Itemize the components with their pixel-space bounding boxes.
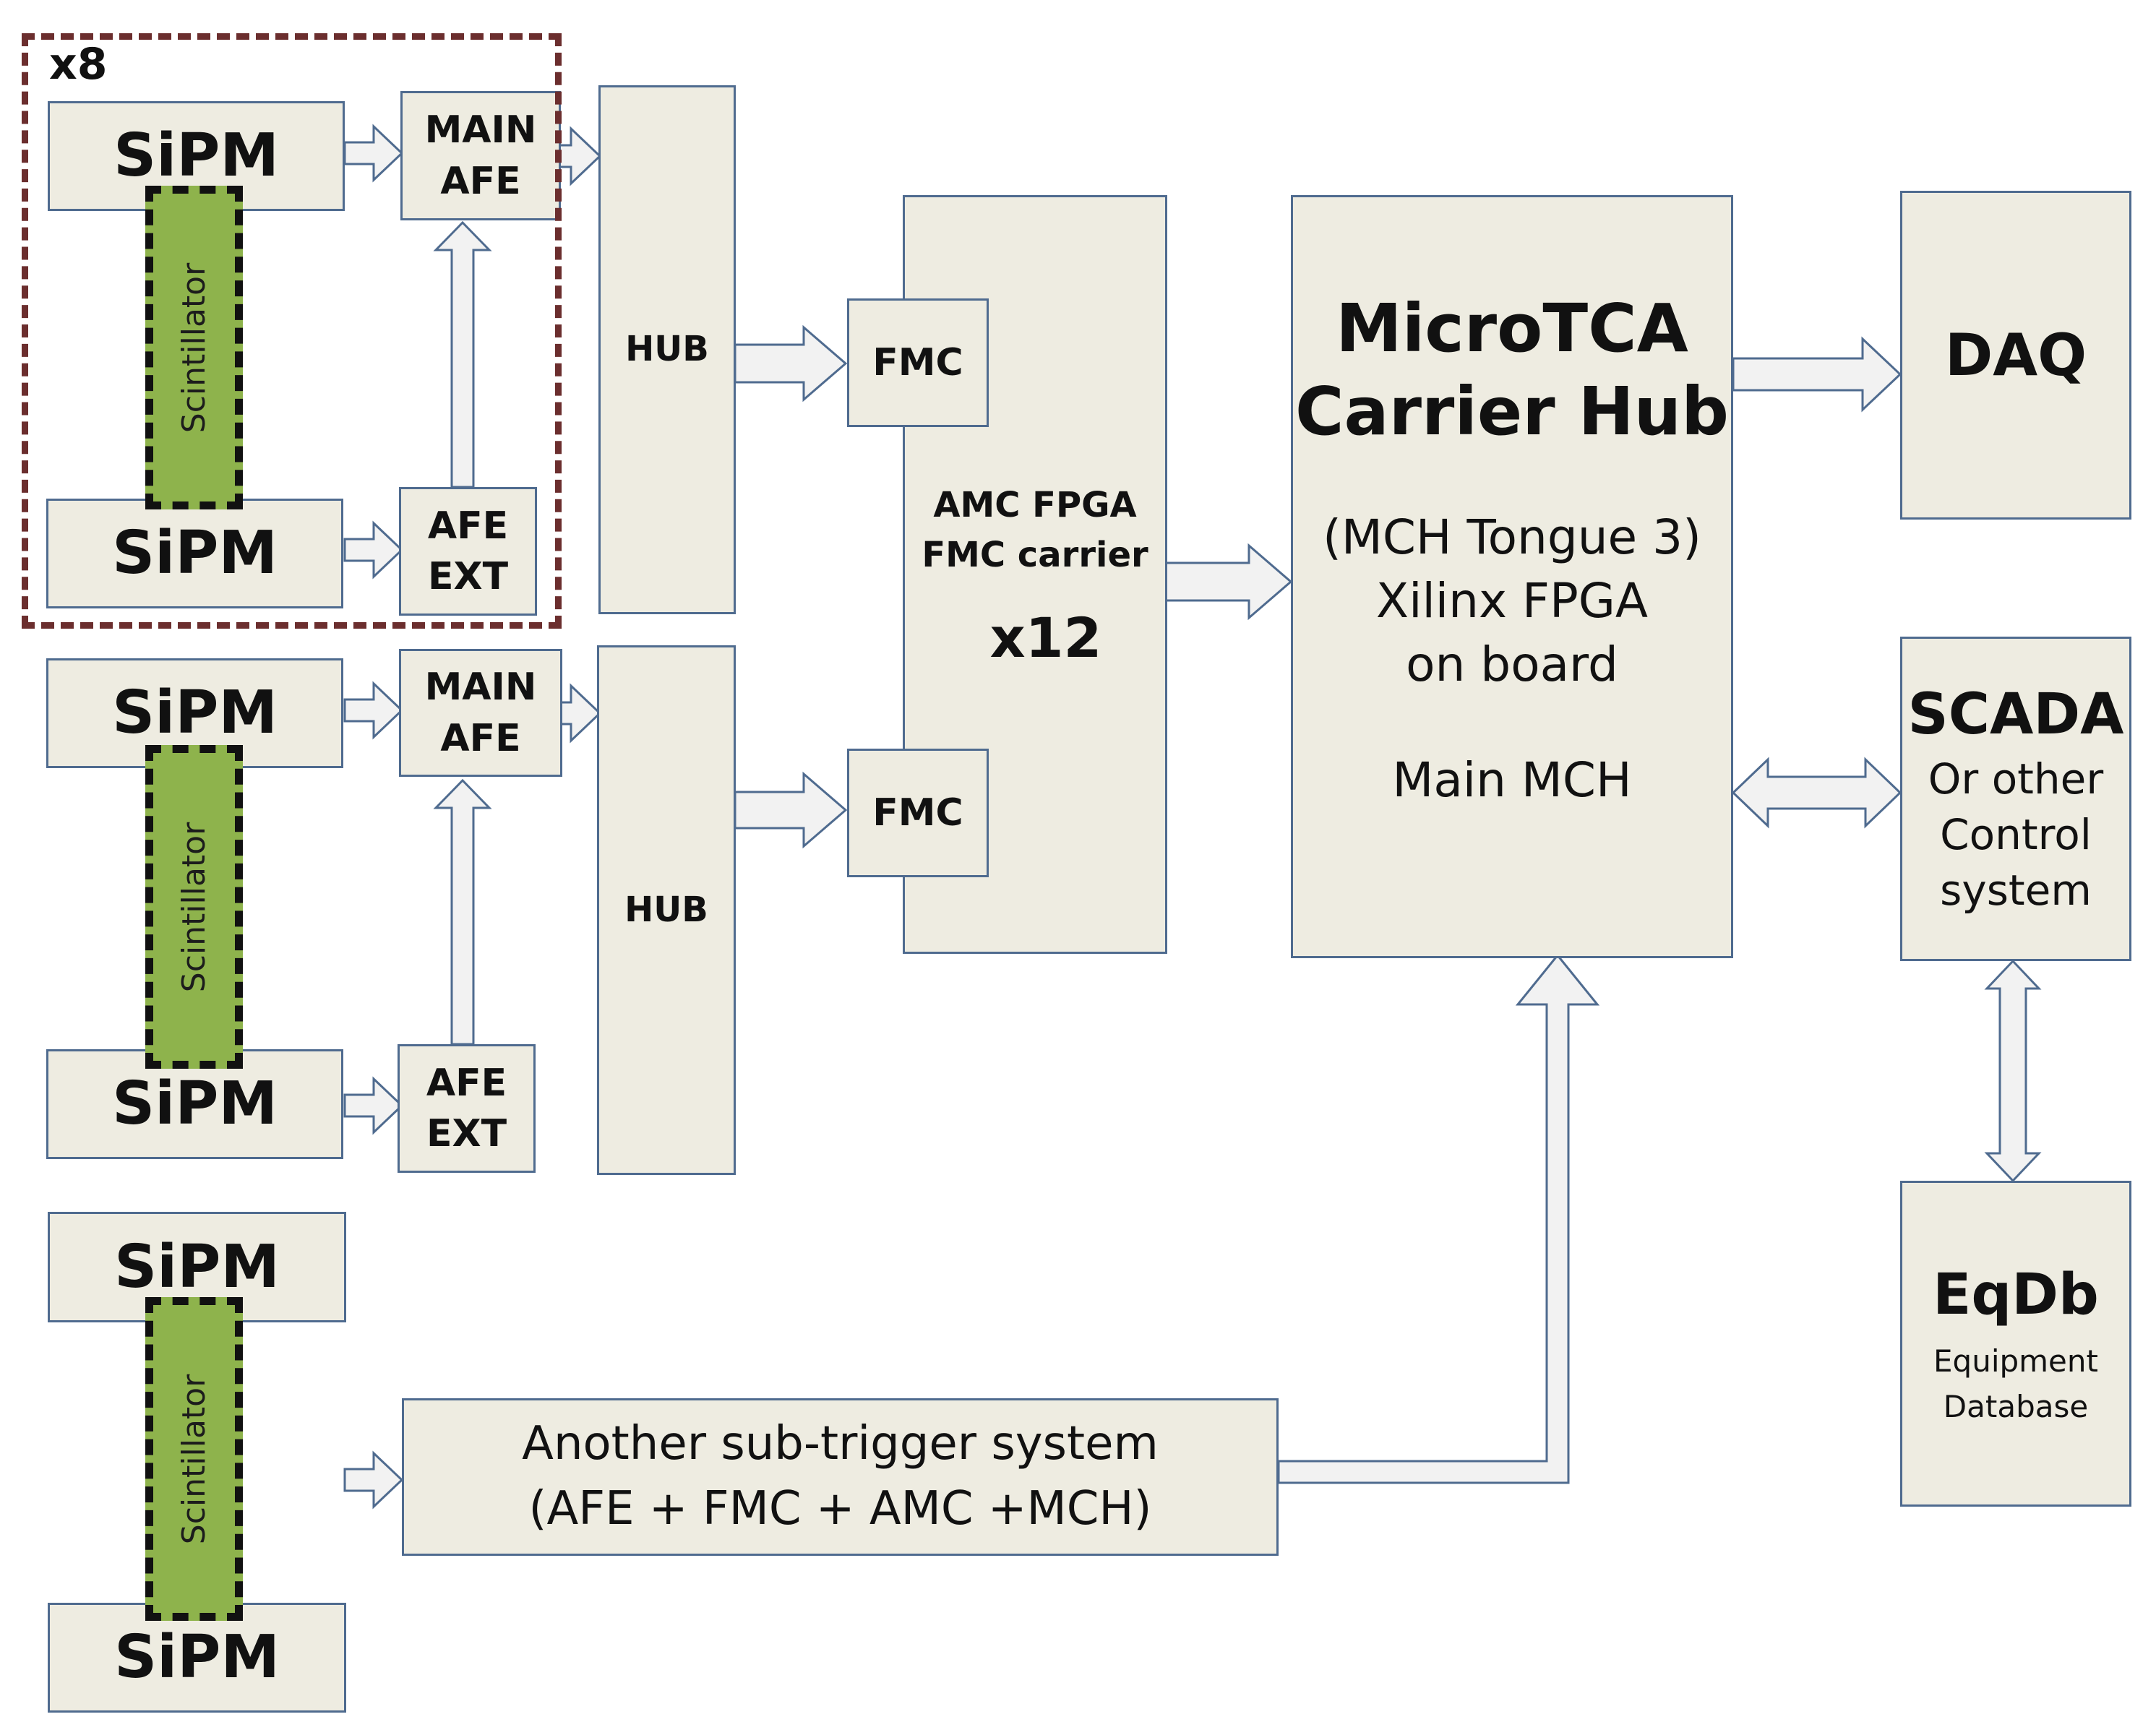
amc-line1: AMC FPGA <box>933 484 1137 525</box>
scada-line2: Control <box>1940 809 2092 859</box>
main-afe-2: MAIN AFE <box>399 649 562 777</box>
x8-repeat-group <box>22 33 562 629</box>
scintillator-1: Scintillator <box>145 186 243 509</box>
arrow-amc-to-mch <box>1164 543 1293 621</box>
main-afe-line1: MAIN <box>424 666 537 710</box>
microtca-carrier-hub: MicroTCA Carrier Hub (MCH Tongue 3) Xili… <box>1291 195 1733 958</box>
arrow-hub-to-fmc-1 <box>734 324 848 402</box>
sipm-label: SiPM <box>112 519 278 588</box>
afe-ext-1: AFE EXT <box>399 487 537 616</box>
mch-title-line1: MicroTCA <box>1336 290 1688 367</box>
mch-line2: Xilinx FPGA <box>1375 572 1649 629</box>
sipm-3-top: SiPM <box>48 1212 346 1322</box>
scintillator-label: Scintillator <box>176 822 213 992</box>
eqdb-box: EqDb Equipment Database <box>1900 1181 2131 1507</box>
fmc-label: FMC <box>872 791 963 835</box>
group-multiplier: x8 <box>49 39 108 90</box>
arrow-mch-scada-bidirectional <box>1731 757 1902 829</box>
arrow-hub-to-fmc-2 <box>734 771 848 849</box>
sipm-3-bottom: SiPM <box>48 1603 346 1713</box>
sipm-label: SiPM <box>114 1232 280 1301</box>
main-afe-line2: AFE <box>440 159 521 203</box>
amc-multiplier: x12 <box>989 606 1102 671</box>
scada-line1: Or other <box>1928 754 2104 804</box>
afe-ext-line2: EXT <box>427 555 509 598</box>
hub-label: HUB <box>624 889 708 930</box>
hub-1: HUB <box>598 85 736 614</box>
arrow-mch-to-daq <box>1732 336 1902 413</box>
afe-ext-2: AFE EXT <box>398 1044 536 1173</box>
scintillator-label: Scintillator <box>176 1374 213 1544</box>
arrow-subtrigger-to-mch <box>1277 953 1600 1484</box>
arrow-sipm-to-main-afe-2 <box>343 681 404 740</box>
sipm-label: SiPM <box>112 679 278 748</box>
afe-ext-line1: AFE <box>427 504 509 548</box>
sipm-label: SiPM <box>114 1623 280 1692</box>
mch-line3: on board <box>1406 636 1618 692</box>
arrow-afe-ext-to-main-afe-2 <box>433 778 492 1046</box>
sipm-label: SiPM <box>113 121 279 191</box>
subtrigger-line2: (AFE + FMC + AMC +MCH) <box>528 1482 1152 1536</box>
main-afe-1: MAIN AFE <box>400 91 561 220</box>
sipm-label: SiPM <box>112 1069 278 1139</box>
sipm-1-bottom: SiPM <box>46 499 343 608</box>
hub-2: HUB <box>597 645 736 1175</box>
arrow-scada-eqdb-bidirectional <box>1984 959 2042 1183</box>
arrow-sipm-to-main-afe-1 <box>343 124 404 183</box>
eqdb-title: EqDb <box>1933 1262 2099 1327</box>
fmc-2: FMC <box>847 749 989 877</box>
scada-line3: system <box>1940 865 2092 915</box>
subtrigger-line1: Another sub-trigger system <box>522 1417 1159 1471</box>
hub-label: HUB <box>625 329 709 370</box>
arrow-sipm-to-subtrigger <box>343 1450 404 1510</box>
main-afe-line1: MAIN <box>424 108 537 152</box>
fmc-1: FMC <box>847 298 989 427</box>
arrow-afe-ext-to-main-afe-1 <box>433 220 492 488</box>
daq-label: DAQ <box>1944 321 2087 389</box>
subtrigger-system: Another sub-trigger system (AFE + FMC + … <box>402 1398 1279 1556</box>
mch-title-line2: Carrier Hub <box>1294 373 1730 451</box>
eqdb-line2: Database <box>1943 1389 2089 1425</box>
main-afe-line2: AFE <box>440 716 521 760</box>
arrow-sipm-to-afe-ext-1 <box>343 520 404 580</box>
afe-ext-line2: EXT <box>426 1112 507 1155</box>
fmc-label: FMC <box>872 340 963 384</box>
amc-line2: FMC carrier <box>922 535 1148 576</box>
scada-title: SCADA <box>1907 682 2124 748</box>
afe-ext-line1: AFE <box>426 1061 507 1105</box>
eqdb-line1: Equipment <box>1933 1343 2098 1379</box>
daq-box: DAQ <box>1900 191 2131 520</box>
scintillator-2: Scintillator <box>145 745 243 1069</box>
scada-box: SCADA Or other Control system <box>1900 637 2131 961</box>
mch-line4: Main MCH <box>1392 752 1632 808</box>
mch-line1: (MCH Tongue 3) <box>1323 509 1701 566</box>
arrow-sipm-to-afe-ext-2 <box>343 1076 404 1135</box>
scintillator-3: Scintillator <box>145 1297 243 1621</box>
